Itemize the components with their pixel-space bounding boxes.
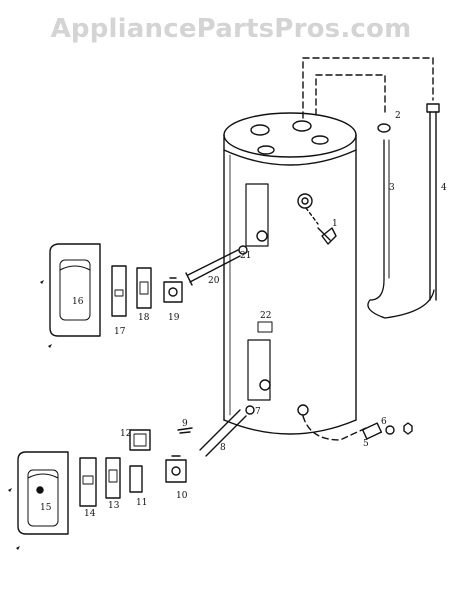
anode-rod-4 — [429, 111, 437, 301]
drain-valve-5 — [361, 422, 383, 440]
label-part-16: 16 — [72, 297, 84, 307]
label-part-1: 1 — [332, 219, 338, 229]
label-part-12: 12 — [120, 429, 131, 439]
element-20 — [187, 249, 241, 283]
thermostat-13 — [105, 457, 121, 499]
label-part-15: 15 — [40, 503, 52, 513]
label-part-10: 10 — [176, 491, 188, 501]
access-cover-16 — [49, 243, 101, 337]
element-8 — [199, 409, 247, 457]
thermostat-12 — [129, 429, 151, 451]
label-part-5: 5 — [363, 439, 369, 449]
fitting-1 — [317, 227, 337, 245]
thermostat-11 — [129, 465, 143, 493]
label-part-4: 4 — [441, 183, 447, 193]
label-part-18: 18 — [138, 313, 150, 323]
clip-9 — [177, 427, 193, 434]
water-heater-tank — [223, 112, 357, 435]
label-part-20: 20 — [208, 276, 220, 286]
bracket-19 — [163, 277, 183, 303]
label-part-22: 22 — [260, 311, 271, 321]
thermostat-18 — [136, 267, 152, 309]
insulation-14 — [79, 457, 97, 507]
bracket-10 — [165, 455, 187, 483]
label-part-14: 14 — [84, 509, 96, 519]
drain-cap-6 — [385, 425, 395, 435]
label-part-9: 9 — [182, 419, 188, 429]
label-part-11: 11 — [136, 498, 147, 508]
label-part-13: 13 — [108, 501, 120, 511]
label-part-7: 7 — [255, 407, 261, 417]
watermark-text: AppliancePartsPros.com — [50, 14, 412, 44]
label-part-3: 3 — [389, 183, 395, 193]
label-part-6: 6 — [381, 417, 387, 427]
label-part-2: 2 — [395, 111, 401, 121]
dashed-connection-top — [302, 57, 434, 119]
label-part-8: 8 — [220, 443, 226, 453]
dip-tube-3 — [367, 139, 435, 319]
label-part-17: 17 — [114, 327, 126, 337]
washer-2 — [377, 123, 391, 133]
insulation-17 — [111, 265, 127, 317]
dashed-connection-inner — [315, 74, 386, 116]
label-part-19: 19 — [168, 313, 180, 323]
access-cover-15 — [17, 451, 69, 535]
label-part-21: 21 — [240, 251, 251, 261]
